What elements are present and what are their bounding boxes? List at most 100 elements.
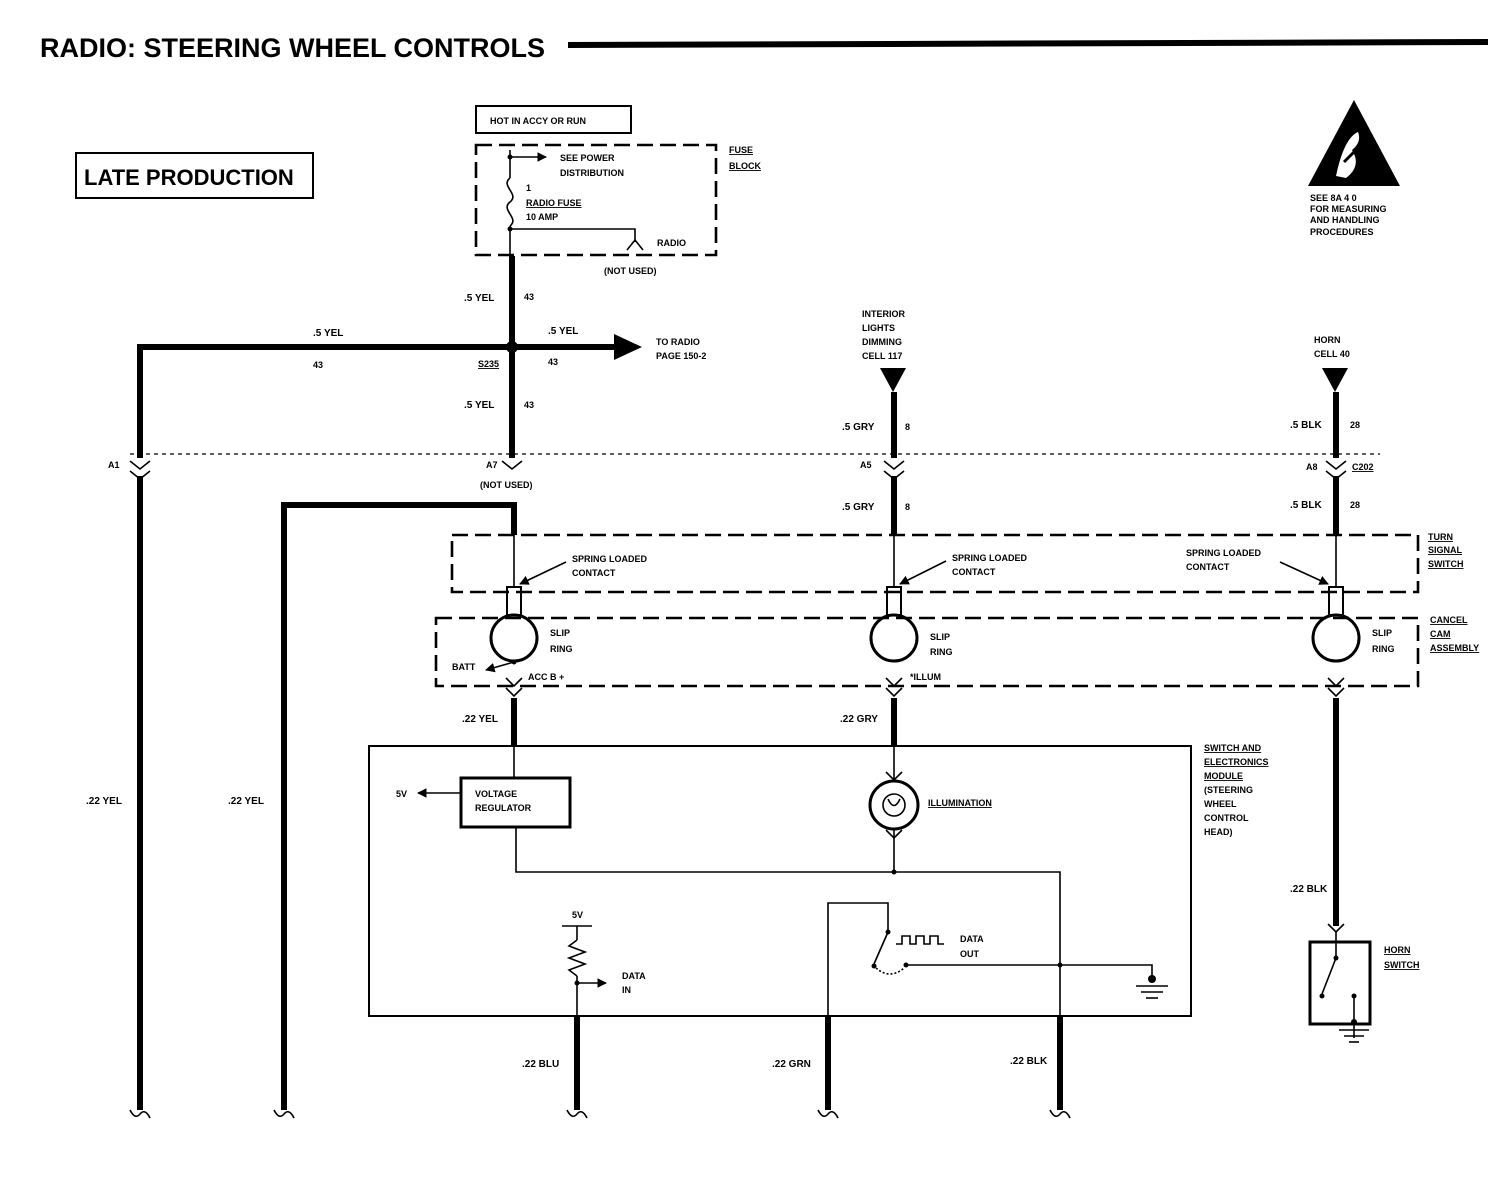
- horn-switch-box: [1308, 940, 1372, 1026]
- cancel-cam-line2: CAM: [1430, 629, 1451, 639]
- wire-label-yel-top: .5 YEL: [464, 293, 494, 304]
- wire-label-blk-lower: .5 BLK: [1290, 500, 1322, 511]
- module-title-1: SWITCH AND: [1204, 743, 1262, 753]
- horn-switch-contact-a: [1319, 993, 1325, 999]
- module-ground-lead: [1060, 964, 1153, 982]
- data-out-arc: [875, 967, 905, 975]
- wire-label-yel22-loop: .22 YEL: [228, 796, 264, 807]
- wire-break-icon-1: [129, 1109, 151, 1119]
- cancel-cam-line3: ASSEMBLY: [1430, 643, 1479, 653]
- wire-label-yel22-left: .22 YEL: [86, 796, 122, 807]
- esd-note-line2: FOR MEASURING: [1310, 204, 1387, 214]
- contact1-line1: SPRING LOADED: [572, 554, 648, 564]
- module-title-7: HEAD): [1204, 827, 1233, 837]
- splice-label: S235: [478, 359, 499, 369]
- module-ground-wire: [515, 827, 1061, 1016]
- contact3-pointer: [1279, 561, 1329, 585]
- fuse-block-title-1: FUSE: [729, 145, 753, 155]
- esd-note-line3: AND HANDLING: [1310, 215, 1380, 225]
- connector-a7-icon: [501, 460, 523, 471]
- svg-text:RING: RING: [930, 647, 953, 657]
- splice-s235: [506, 341, 518, 353]
- circuit-43-left: 43: [313, 360, 323, 370]
- pin-a1: A1: [108, 460, 120, 470]
- svg-text:REGULATOR: REGULATOR: [475, 803, 532, 813]
- slip-ring-3: SLIP RING: [1311, 586, 1395, 663]
- title-rule: [567, 39, 1488, 48]
- circuit-28-lower: 28: [1350, 500, 1360, 510]
- batt-label: BATT: [452, 662, 476, 672]
- module-title-3: MODULE: [1204, 771, 1243, 781]
- hot-in-accy-label: HOT IN ACCY OR RUN: [475, 105, 632, 134]
- horn-switch-label1: HORN: [1384, 945, 1411, 955]
- svg-text:SLIP: SLIP: [1372, 628, 1392, 638]
- page-title: RADIO: STEERING WHEEL CONTROLS: [40, 33, 545, 63]
- circuit-43-top: 43: [524, 292, 534, 302]
- module-outline: [368, 745, 1192, 1017]
- horn-connector-icon: [1327, 677, 1345, 698]
- illumination-bulb-icon: [868, 779, 920, 831]
- wire-break-icon-4: [817, 1109, 839, 1119]
- contact1-pointer: [519, 561, 567, 585]
- radio-label: RADIO: [657, 238, 686, 248]
- wire-label-blk22-horn: .22 BLK: [1290, 884, 1328, 895]
- svg-text:SLIP: SLIP: [550, 628, 570, 638]
- interior-lights-arrow-icon: [880, 368, 906, 392]
- wire-break-icon-5: [1049, 1109, 1071, 1119]
- wire-label-yel22-module: .22 YEL: [462, 714, 498, 725]
- horn-switch-icon: [1321, 957, 1337, 995]
- illum-node: [891, 869, 897, 875]
- svg-text:RING: RING: [550, 644, 573, 654]
- wire-yel-22-loop: [281, 502, 517, 1110]
- svg-text:RING: RING: [1372, 644, 1395, 654]
- acc-label: ACC B +: [528, 672, 564, 682]
- fuse-number: 1: [526, 183, 531, 193]
- see-power-line1: SEE POWER: [560, 153, 615, 163]
- wire-label-gry-lower: .5 GRY: [842, 502, 875, 513]
- radio-fuse-label: RADIO FUSE: [526, 198, 582, 208]
- pin-a5: A5: [860, 460, 872, 470]
- radio-terminal-icon: [626, 238, 644, 251]
- contact1-line2: CONTACT: [572, 568, 616, 578]
- wire-label-yel-lower: .5 YEL: [464, 400, 494, 411]
- circuit-8-upper: 8: [905, 422, 910, 432]
- circuit-43-lower: 43: [524, 400, 534, 410]
- horn-source-line1: HORN: [1314, 335, 1341, 345]
- data-out-contact-a: [871, 963, 877, 969]
- acc-connector-icon: [505, 677, 523, 698]
- esd-warning-icon: [1308, 100, 1400, 186]
- vreg-5v-label: 5V: [396, 789, 407, 799]
- wire-break-icon-2: [273, 1109, 295, 1119]
- esd-note-line4: PROCEDURES: [1310, 227, 1374, 237]
- batt-arrow: [485, 661, 515, 673]
- data-out-switch-icon: [873, 931, 889, 965]
- wire-label-yel-left: .5 YEL: [313, 328, 343, 339]
- horn-ground-icon: [1339, 1029, 1369, 1043]
- wire-label-blu22: .22 BLU: [522, 1059, 559, 1070]
- data-in-label1: DATA: [622, 971, 646, 981]
- fuse-block-outline: [474, 143, 718, 257]
- wire-break-icon-3: [566, 1109, 588, 1119]
- svg-text:SLIP: SLIP: [930, 632, 950, 642]
- see-power-line2: DISTRIBUTION: [560, 168, 624, 178]
- contact3-line2: CONTACT: [1186, 562, 1230, 572]
- interior-line3: DIMMING: [862, 337, 902, 347]
- circuit-43-radio: 43: [548, 357, 558, 367]
- esd-note-line1: SEE 8A 4 0: [1310, 193, 1357, 203]
- illumination-label: ILLUMINATION: [928, 798, 992, 808]
- module-ground-dot: [1148, 975, 1156, 983]
- wire-label-blk-upper: .5 BLK: [1290, 420, 1322, 431]
- voltage-regulator: VOLTAGE REGULATOR: [459, 776, 572, 829]
- module-title-5: WHEEL: [1204, 799, 1237, 809]
- interior-line2: LIGHTS: [862, 323, 895, 333]
- circuit-8-lower: 8: [905, 502, 910, 512]
- module-title-6: CONTROL: [1204, 813, 1249, 823]
- slip-ring-1: SLIP RING: [489, 586, 573, 663]
- data-out-wire: [827, 902, 889, 1016]
- interior-line4: CELL 117: [862, 351, 902, 361]
- contact2-pointer: [899, 560, 947, 585]
- illum-label: *ILLUM: [910, 672, 941, 682]
- wire-label-blk22-module: .22 BLK: [1010, 1056, 1048, 1067]
- data-in-5v-label: 5V: [572, 910, 583, 920]
